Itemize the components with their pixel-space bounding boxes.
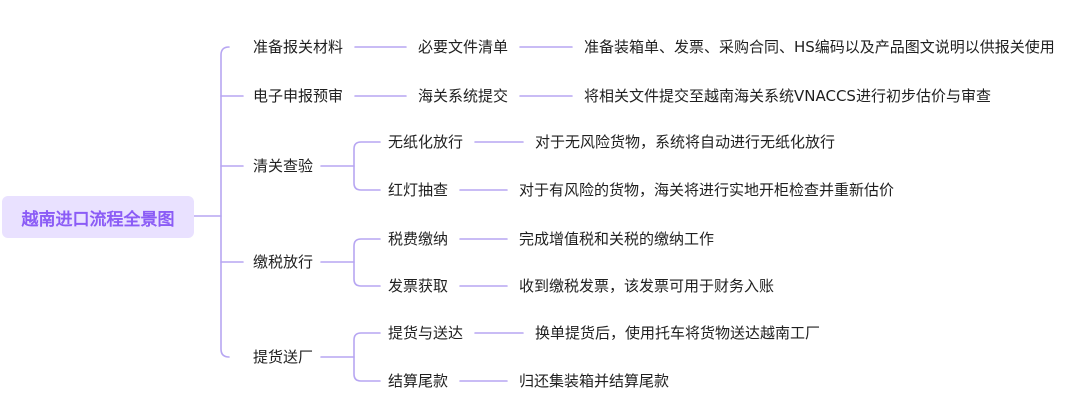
detail-node[interactable]: 换单提货后，使用托车将货物送达越南工厂 [535, 324, 821, 342]
detail-node[interactable]: 归还集装箱并结算尾款 [519, 372, 670, 390]
branch-node[interactable]: 清关查验 [253, 157, 314, 175]
root-node[interactable]: 越南进口流程全景图 [2, 196, 194, 238]
branch-node[interactable]: 缴税放行 [253, 253, 314, 271]
child-node[interactable]: 税费缴纳 [388, 230, 449, 248]
detail-node[interactable]: 完成增值税和关税的缴纳工作 [519, 230, 715, 248]
spine-connector [220, 46, 230, 358]
child-node[interactable]: 海关系统提交 [418, 87, 509, 105]
detail-node[interactable]: 对于无风险货物，系统将自动进行无纸化放行 [535, 133, 836, 151]
children-bracket-connector [353, 238, 381, 287]
branch-node[interactable]: 准备报关材料 [253, 38, 344, 56]
detail-node[interactable]: 将相关文件提交至越南海关系统VNACCS进行初步估价与审查 [584, 87, 991, 105]
child-node[interactable]: 提货与送达 [388, 324, 464, 342]
child-node[interactable]: 发票获取 [388, 277, 449, 295]
branch-node[interactable]: 提货送厂 [253, 348, 314, 366]
detail-node[interactable]: 收到缴税发票，该发票可用于财务入账 [519, 277, 775, 295]
detail-node[interactable]: 准备装箱单、发票、采购合同、HS编码以及产品图文说明以供报关使用 [584, 38, 1055, 56]
children-bracket-connector [353, 332, 381, 382]
child-node[interactable]: 结算尾款 [388, 372, 449, 390]
child-node[interactable]: 必要文件清单 [418, 38, 509, 56]
child-node[interactable]: 红灯抽查 [388, 181, 449, 199]
child-node[interactable]: 无纸化放行 [388, 133, 464, 151]
detail-node[interactable]: 对于有风险的货物，海关将进行实地开柜检查并重新估价 [519, 181, 895, 199]
branch-node[interactable]: 电子申报预审 [253, 87, 344, 105]
children-bracket-connector [353, 141, 381, 191]
